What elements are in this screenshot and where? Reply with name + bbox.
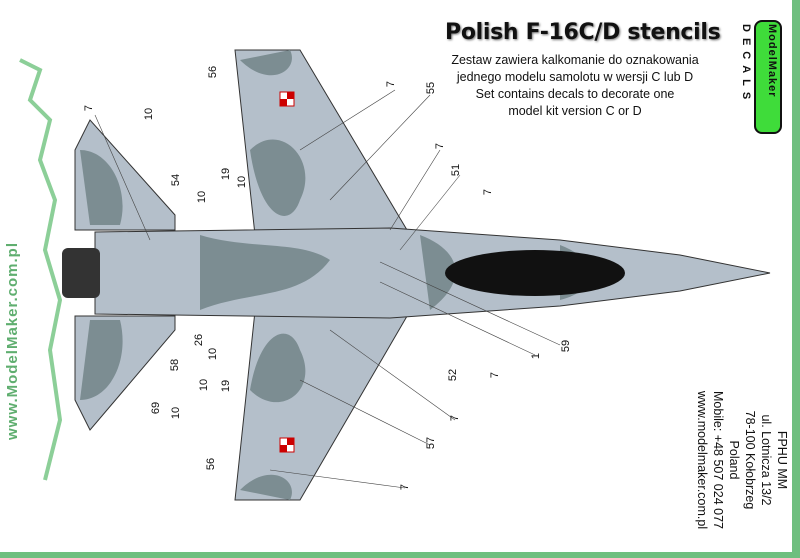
callout-number: 54 — [170, 173, 183, 187]
callout-number: 7 — [482, 188, 495, 196]
address-block: FPHU MM ul. Lotnicza 13/2 78-100 Kołobrz… — [694, 375, 790, 545]
callout-number: 56 — [207, 65, 220, 79]
callout-number: 10 — [143, 107, 156, 121]
callout-number: 55 — [425, 81, 438, 95]
callout-number: 7 — [434, 142, 447, 150]
callout-number: 69 — [150, 401, 163, 415]
logo-decals-text: DECALS — [740, 24, 752, 106]
callout-number: 10 — [196, 190, 209, 204]
green-border-right — [792, 0, 800, 558]
callout-number: 7 — [449, 414, 462, 422]
lower-wing — [234, 310, 411, 501]
callout-number: 7 — [385, 80, 398, 88]
callout-number: 7 — [83, 104, 96, 112]
callout-number: 10 — [207, 347, 220, 361]
callout-number: 7 — [399, 483, 412, 491]
callout-number: 19 — [220, 167, 233, 181]
callout-number: 1 — [530, 352, 543, 360]
polish-roundel-lower — [279, 437, 295, 453]
green-border-bottom — [0, 552, 800, 558]
logo-text: ModelMaker — [766, 24, 778, 98]
sheet-description: Zestaw zawiera kalkomanie do oznakowania… — [440, 52, 710, 120]
description-line: model kit version C or D — [508, 104, 642, 118]
polish-roundel-upper — [279, 91, 295, 107]
address-line: Mobile: +48 507 024 077 — [711, 391, 725, 529]
description-line: Zestaw zawiera kalkomanie do oznakowania — [451, 53, 699, 67]
callout-number: 19 — [220, 379, 233, 393]
callout-number: 10 — [198, 378, 211, 392]
callout-number: 57 — [425, 436, 438, 450]
callout-number: 59 — [560, 339, 573, 353]
logo-outline-decoration — [19, 58, 63, 481]
callout-number: 58 — [169, 358, 182, 372]
canopy — [445, 250, 625, 296]
address-line: ul. Lotnicza 13/2 — [759, 414, 773, 506]
callout-number: 52 — [447, 368, 460, 382]
logo-badge — [754, 20, 782, 134]
callout-number: 56 — [205, 457, 218, 471]
address-line: FPHU MM — [775, 430, 789, 490]
callout-leader-lines — [94, 89, 561, 489]
engine-nozzle — [62, 248, 100, 298]
callout-number: 51 — [450, 163, 463, 177]
side-url-text: www.ModelMaker.com.pl — [4, 242, 21, 440]
callout-number: 7 — [489, 371, 502, 379]
sheet-title: Polish F-16C/D stencils — [445, 20, 721, 45]
modelmaker-logo: ModelMaker DECALS — [736, 20, 796, 140]
description-line: jednego modelu samolotu w wersji C lub D — [456, 70, 694, 84]
callout-number: 10 — [236, 175, 249, 189]
callout-number: 10 — [170, 406, 183, 420]
address-line: www.modelmaker.com.pl — [695, 390, 709, 530]
address-line: 78-100 Kołobrzeg — [743, 410, 757, 510]
callout-number: 26 — [193, 333, 206, 347]
description-line: Set contains decals to decorate one — [475, 87, 675, 101]
address-line: Poland — [727, 440, 741, 480]
